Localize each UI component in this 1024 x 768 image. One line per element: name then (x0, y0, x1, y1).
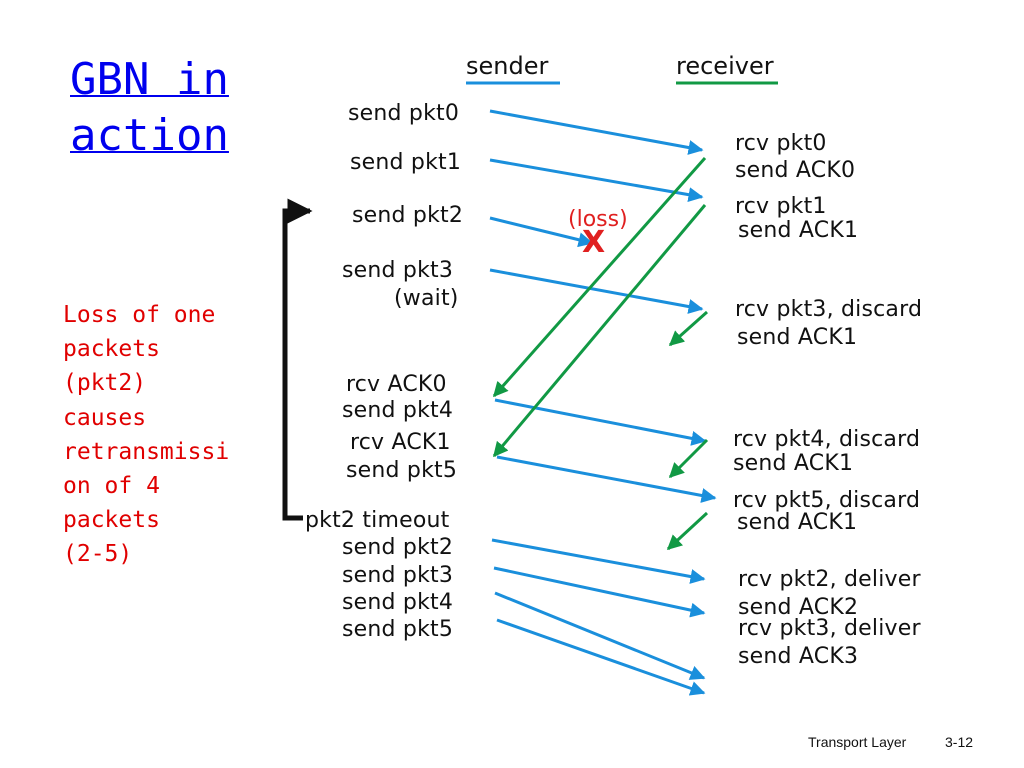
sender-event: send pkt2 (342, 535, 454, 560)
sender-event: pkt2 timeout (305, 508, 450, 533)
footer-section: Transport Layer (808, 734, 907, 750)
pkt1-arrow (489, 158, 704, 203)
timeout-bracket (282, 198, 313, 521)
footer-page-number: 3-12 (945, 734, 974, 750)
pkt4-arrow (494, 398, 707, 446)
title-line-1: GBN in (70, 54, 229, 105)
pkt5-retx-arrow (496, 618, 706, 696)
note-line: packets (63, 507, 160, 534)
receiver-event: send ACK1 (737, 510, 858, 535)
pkt2-retx-arrow (491, 538, 706, 584)
receiver-event: rcv pkt3, discard (735, 297, 923, 322)
slide-title: GBN in action (70, 52, 229, 164)
sender-event: rcv ACK0 (346, 372, 447, 397)
receiver-event: rcv pkt1 (735, 194, 827, 219)
note-line: causes (63, 404, 147, 431)
pkt4-retx-arrow (494, 591, 706, 680)
loss-x-icon: X (582, 225, 606, 260)
receiver-event: rcv pkt2, deliver (738, 567, 921, 592)
receiver-event: rcv pkt4, discard (733, 427, 921, 452)
receiver-header: receiver (676, 52, 774, 80)
sender-event: send pkt5 (346, 458, 458, 483)
receiver-event: send ACK3 (738, 644, 859, 669)
pkt5-arrow (496, 455, 717, 503)
note-line: packets (63, 336, 160, 363)
pkt2-lost-arrow (489, 216, 594, 248)
ack1-arrow (492, 204, 707, 458)
receiver-event: send ACK1 (733, 451, 854, 476)
sender-event: (wait) (394, 286, 459, 311)
receiver-event: rcv pkt3, deliver (738, 616, 921, 641)
receiver-event: send ACK2 (738, 595, 859, 620)
sender-event: send pkt4 (342, 398, 454, 423)
pkt3-arrow (489, 268, 704, 314)
note-line: on of 4 (63, 473, 160, 500)
receiver-event: rcv pkt0 (735, 131, 827, 156)
note-line: retransmissi (63, 438, 230, 465)
title-line-2: action (70, 110, 229, 161)
pkt0-arrow (489, 109, 704, 155)
sender-event: send pkt0 (348, 101, 460, 126)
ack1-dup-arrow-2 (668, 438, 709, 479)
receiver-event: send ACK1 (737, 325, 858, 350)
receiver-event: send ACK1 (738, 218, 859, 243)
sender-event: send pkt3 (342, 563, 454, 588)
sender-event: send pkt5 (342, 617, 454, 642)
note-line: (2-5) (63, 541, 133, 568)
loss-note: Loss of one packets (pkt2) causes retran… (63, 298, 238, 572)
sender-header: sender (466, 52, 549, 80)
note-line: (pkt2) (63, 370, 147, 397)
ack1-dup-arrow-3 (666, 511, 709, 551)
sender-event: rcv ACK1 (350, 430, 451, 455)
ack0-arrow (492, 157, 707, 398)
ack1-dup-arrow-1 (668, 310, 708, 347)
loss-label: (loss) (568, 207, 628, 232)
sender-event: send pkt2 (352, 203, 464, 228)
sender-event: send pkt1 (350, 150, 462, 175)
receiver-event: rcv pkt5, discard (733, 488, 921, 513)
pkt3-retx-arrow (493, 566, 706, 618)
sender-event: send pkt3 (342, 258, 454, 283)
sender-event: send pkt4 (342, 590, 454, 615)
note-line: Loss of one (63, 302, 216, 328)
receiver-event: send ACK0 (735, 158, 856, 183)
